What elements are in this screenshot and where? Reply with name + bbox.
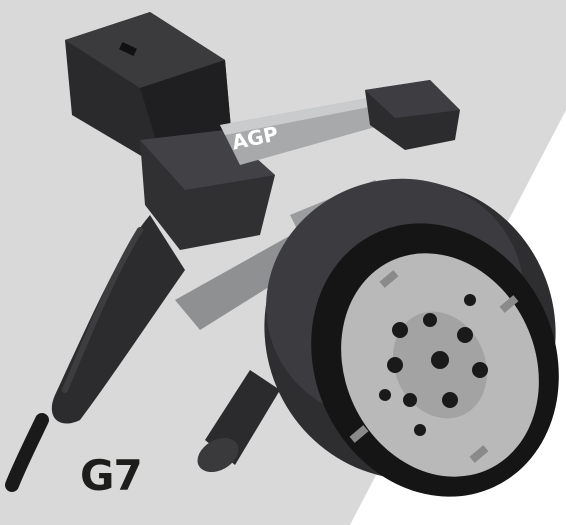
handle-bar <box>220 95 400 165</box>
handle-grip <box>51 215 185 424</box>
power-cable <box>5 413 49 492</box>
disc-holes <box>379 294 488 436</box>
model-label: G7 <box>80 451 143 500</box>
